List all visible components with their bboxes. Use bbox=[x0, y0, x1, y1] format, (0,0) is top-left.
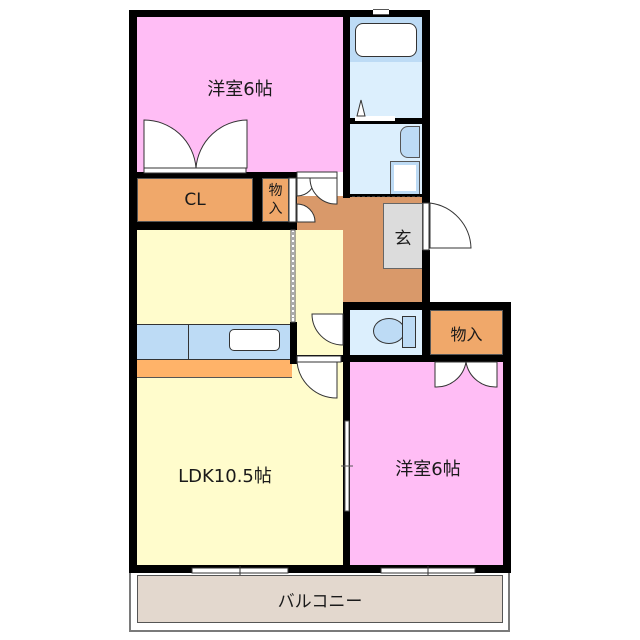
kitchen-sink bbox=[229, 329, 280, 351]
closet-cl: CL bbox=[137, 178, 253, 222]
kitchen-floor-strip bbox=[137, 360, 292, 378]
wall-closet-bottom bbox=[129, 222, 297, 230]
western-room-top-label: 洋室6帖 bbox=[207, 79, 273, 100]
bath-sliding-door bbox=[352, 196, 420, 199]
wall-outer-top bbox=[129, 10, 430, 17]
bath-door bbox=[355, 116, 395, 121]
balcony: バルコニー bbox=[137, 575, 503, 623]
wall-bath-bottom bbox=[343, 194, 430, 197]
closet-cl-label: CL bbox=[184, 190, 206, 210]
ldk-label: LDK10.5帖 bbox=[178, 466, 272, 487]
vent bbox=[373, 9, 389, 15]
wall-closet-divider bbox=[253, 172, 262, 230]
wall-bath-left bbox=[343, 10, 350, 198]
toilet-tank bbox=[402, 316, 416, 348]
closet-double-door bbox=[143, 119, 248, 174]
wall-kitchen-right bbox=[290, 322, 297, 364]
wall-room-bottom bbox=[129, 172, 297, 178]
storage-small: 物入 bbox=[262, 178, 289, 222]
entrance: 玄 bbox=[383, 203, 423, 269]
wall-outer-right-lower bbox=[503, 302, 511, 573]
wall-outer-left bbox=[129, 10, 137, 573]
western-room-bottom-label: 洋室6帖 bbox=[395, 459, 461, 480]
ldk bbox=[137, 230, 343, 565]
wall-outer-bottom bbox=[129, 565, 511, 573]
wall-mid-horizontal bbox=[290, 355, 511, 362]
washing-machine bbox=[390, 161, 420, 195]
entrance-label: 玄 bbox=[394, 228, 412, 249]
balcony-label: バルコニー bbox=[277, 591, 363, 612]
wall-outer-right-mid bbox=[422, 250, 430, 306]
wall-outer-right-upper bbox=[422, 10, 430, 203]
western-room-bottom bbox=[350, 362, 503, 565]
bathtub bbox=[355, 23, 417, 57]
wash-basin bbox=[400, 126, 420, 158]
counter-divider bbox=[188, 324, 189, 360]
storage-right-label: 物入 bbox=[450, 324, 483, 344]
storage-small-label: 物入 bbox=[268, 183, 283, 217]
wall-toilet-left bbox=[343, 302, 350, 362]
wall-toilet-right bbox=[422, 302, 430, 362]
storage-right: 物入 bbox=[430, 310, 503, 355]
bath-partition bbox=[350, 118, 422, 124]
